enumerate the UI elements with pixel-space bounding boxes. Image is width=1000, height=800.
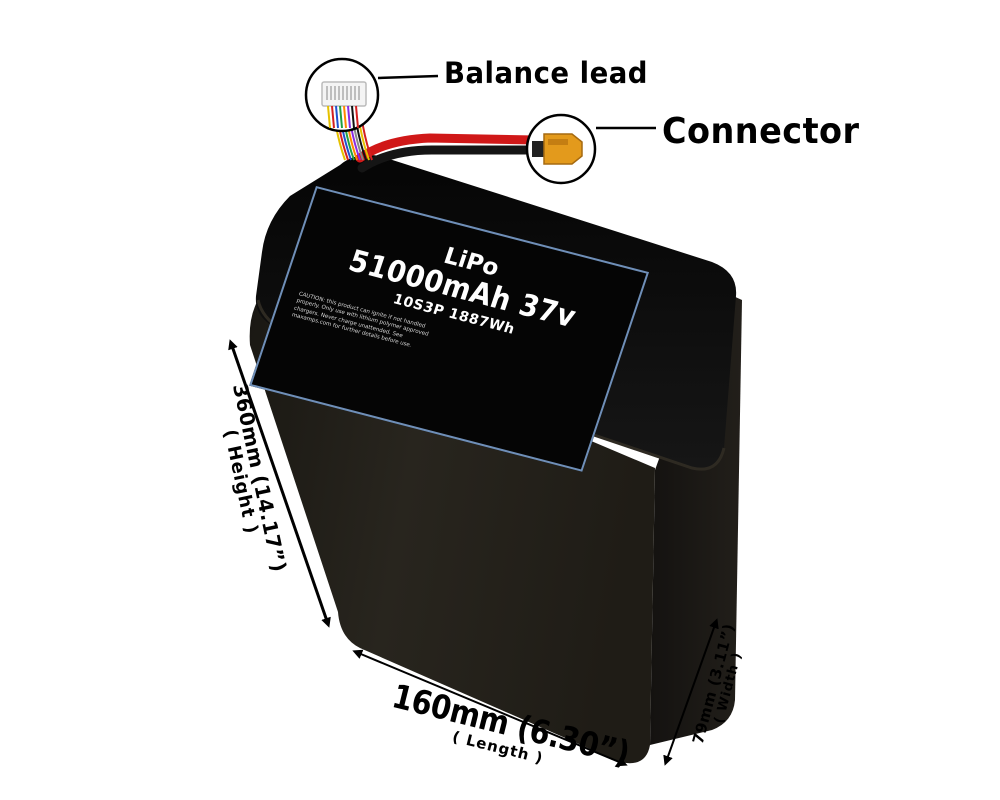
- length-dimension-arrow: [352, 649, 628, 767]
- balance-lead-callout: [304, 57, 439, 133]
- height-dimension-arrow: [228, 339, 331, 628]
- dimension-arrows: [228, 339, 719, 767]
- connector-label: Connector: [662, 111, 860, 152]
- balance-lead-label: Balance lead: [444, 56, 648, 90]
- connector-callout: [525, 113, 656, 185]
- balance-lead-pointer-line: [377, 74, 439, 80]
- battery-front-face: [249, 300, 655, 764]
- width-dimension-arrow: [663, 618, 719, 766]
- xt-connector-icon: [543, 133, 583, 165]
- power-wires: [355, 133, 540, 173]
